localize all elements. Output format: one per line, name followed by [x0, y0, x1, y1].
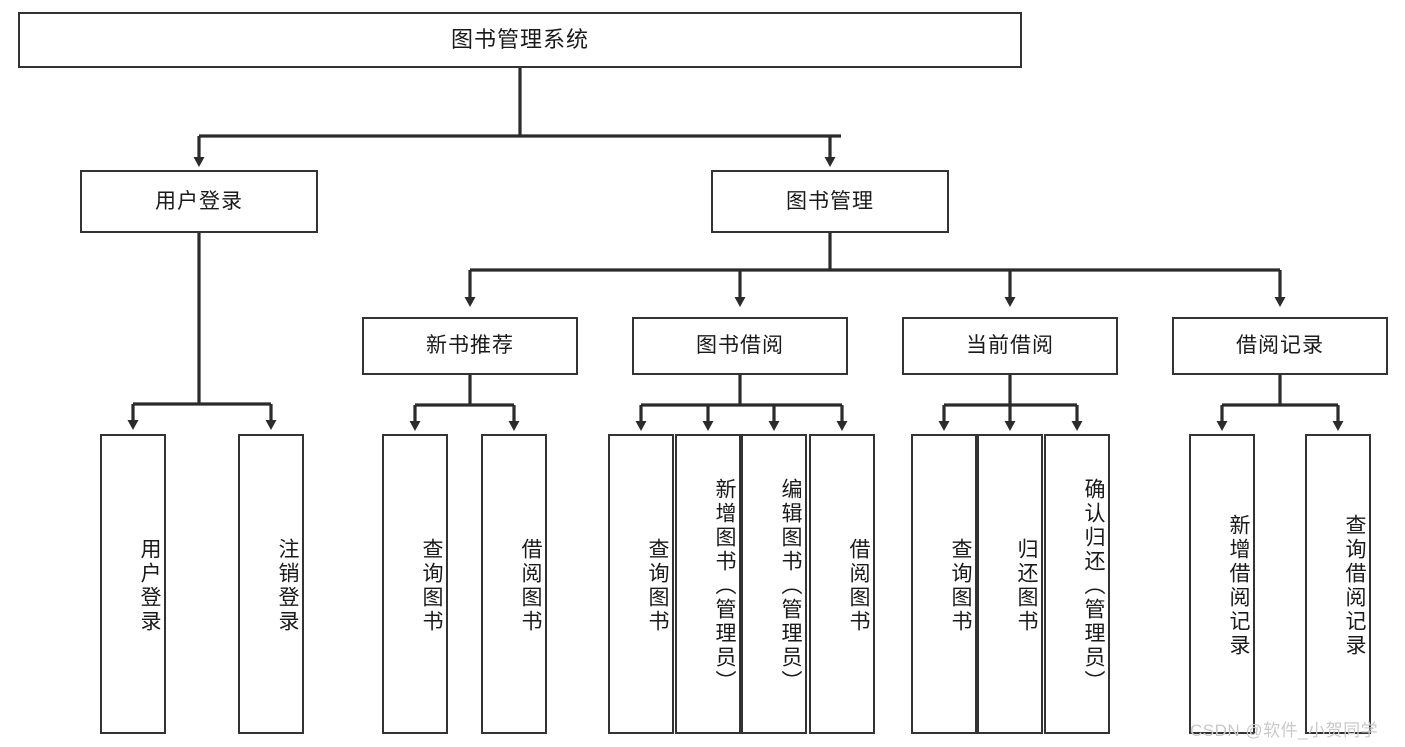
- node-book-management[interactable]: 图书管理: [711, 170, 949, 233]
- leaf-add-book-admin[interactable]: 新增图书（管理员）: [675, 434, 741, 734]
- node-label: 借阅图书: [847, 538, 870, 634]
- node-label: 查询图书: [949, 538, 972, 634]
- node-label: 查询图书: [646, 538, 669, 634]
- leaf-logout-login[interactable]: 注销登录: [238, 434, 304, 734]
- node-label: 新书推荐: [426, 334, 514, 358]
- node-book-borrow[interactable]: 图书借阅: [632, 317, 848, 375]
- node-label: 图书管理系统: [450, 26, 589, 52]
- node-label: 确认归还（管理员）: [1082, 478, 1105, 694]
- node-label: 借阅记录: [1236, 334, 1324, 358]
- node-borrow-record[interactable]: 借阅记录: [1172, 317, 1388, 375]
- node-user-login[interactable]: 用户登录: [80, 170, 318, 233]
- node-label: 新增图书（管理员）: [713, 478, 736, 694]
- node-label: 新增借阅记录: [1227, 514, 1250, 658]
- leaf-confirm-return-admin[interactable]: 确认归还（管理员）: [1044, 434, 1110, 734]
- node-root-book-management-system[interactable]: 图书管理系统: [18, 12, 1022, 68]
- node-current-borrow[interactable]: 当前借阅: [902, 317, 1118, 375]
- leaf-query-book-recommend[interactable]: 查询图书: [382, 434, 448, 734]
- node-label: 图书借阅: [696, 334, 784, 358]
- leaf-borrow-book[interactable]: 借阅图书: [809, 434, 875, 734]
- leaf-user-login[interactable]: 用户登录: [100, 434, 166, 734]
- node-label: 用户登录: [138, 538, 161, 634]
- node-label: 查询借阅记录: [1343, 514, 1366, 658]
- node-label: 图书管理: [786, 189, 874, 213]
- leaf-add-borrow-record[interactable]: 新增借阅记录: [1189, 434, 1255, 734]
- node-label: 借阅图书: [519, 538, 542, 634]
- node-label: 用户登录: [155, 189, 243, 213]
- leaf-borrow-book-recommend[interactable]: 借阅图书: [481, 434, 547, 734]
- node-label: 查询图书: [420, 538, 443, 634]
- csdn-watermark: CSDN @软件_小贺同学: [1190, 721, 1379, 740]
- node-label: 编辑图书（管理员）: [779, 478, 802, 694]
- node-label: 注销登录: [276, 538, 299, 634]
- node-label: 归还图书: [1015, 538, 1038, 634]
- leaf-query-book-current[interactable]: 查询图书: [911, 434, 977, 734]
- leaf-query-borrow-record[interactable]: 查询借阅记录: [1305, 434, 1371, 734]
- leaf-query-book-borrow[interactable]: 查询图书: [608, 434, 674, 734]
- node-label: 当前借阅: [966, 334, 1054, 358]
- node-new-book-recommend[interactable]: 新书推荐: [362, 317, 578, 375]
- leaf-edit-book-admin[interactable]: 编辑图书（管理员）: [741, 434, 807, 734]
- leaf-return-book[interactable]: 归还图书: [977, 434, 1043, 734]
